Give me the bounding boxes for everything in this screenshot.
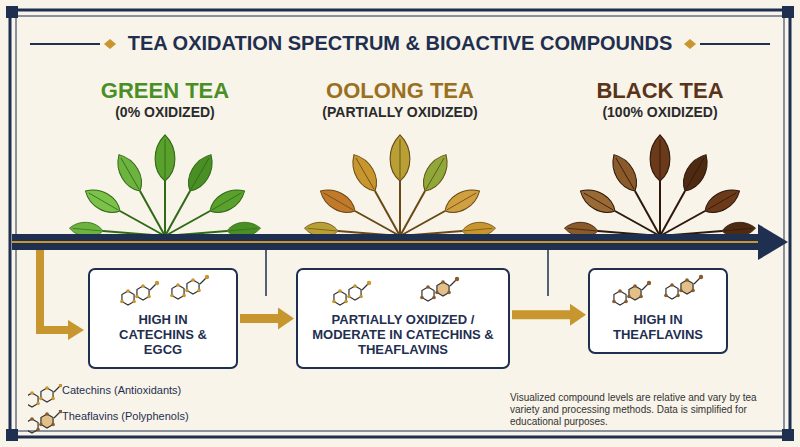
theaflavin-molecule (664, 275, 703, 299)
leaf (441, 184, 484, 219)
leaf (576, 184, 619, 219)
catechin-molecule (28, 384, 62, 407)
leaf-cluster (564, 135, 756, 238)
theaflavin-molecule (420, 277, 459, 301)
catechin-molecule (170, 275, 209, 299)
frame-corners (6, 6, 794, 441)
catechin-molecule (332, 281, 371, 305)
theaflavin-molecule (612, 281, 651, 305)
leaf-stem (399, 181, 401, 236)
legend-sample (28, 384, 62, 408)
leaf (346, 150, 383, 195)
box-text: HIGH IN CATECHINS & EGCG (100, 312, 226, 357)
leaf (650, 135, 670, 181)
frame-outer (10, 10, 790, 437)
tea-heading: OOLONG TEA (270, 78, 530, 104)
box-text: PARTIALLY OXIDIZED / MODERATE IN CATECHI… (308, 312, 498, 357)
process-arrow (240, 308, 294, 330)
leaf (206, 184, 249, 219)
frame-inner (16, 16, 784, 431)
compound-box: HIGH IN CATECHINS & EGCG (88, 268, 238, 369)
legend-row: Theaflavins (Polyphenols) (28, 410, 218, 436)
leaf-cluster (304, 135, 496, 238)
leaf (81, 184, 124, 219)
leaf (316, 184, 359, 219)
compound-box: PARTIALLY OXIDIZED / MODERATE IN CATECHI… (296, 268, 510, 369)
diagram-title: TEA OXIDATION SPECTRUM & BIOACTIVE COMPO… (120, 32, 680, 55)
leaf (390, 135, 410, 181)
leaf-cluster (69, 135, 261, 238)
oxidation-level: (100% OXIDIZED) (555, 104, 765, 121)
leaf (182, 150, 219, 195)
molecule-icons (298, 270, 512, 310)
leaf (606, 150, 643, 195)
legend-sample (28, 410, 62, 434)
box-text: HIGH IN THEAFLAVINS (600, 312, 716, 342)
tea-heading: BLACK TEA (555, 78, 765, 104)
tea-heading: GREEN TEA (60, 78, 270, 104)
leaf (417, 150, 454, 195)
catechin-molecule (120, 281, 159, 305)
leaf-stem (659, 181, 661, 236)
theaflavin-molecule (28, 410, 62, 433)
molecule-icons (90, 270, 240, 310)
entry-arrow (40, 250, 84, 340)
oxidation-band (12, 224, 788, 260)
leaf-stem (164, 181, 166, 236)
oxidation-level: (PARTIALLY OXIDIZED) (270, 104, 530, 121)
compound-box: HIGH IN THEAFLAVINS (588, 268, 728, 354)
legend-text: Catechins (Antioxidants) (62, 384, 212, 396)
legend-row: Catechins (Antioxidants) (28, 384, 218, 410)
leaf (701, 184, 744, 219)
legend-text: Theaflavins (Polyphenols) (62, 410, 212, 422)
leaf (677, 150, 714, 195)
process-arrow (512, 304, 586, 326)
leaf (111, 150, 148, 195)
footnote: Visualized compound levels are relative … (510, 392, 778, 428)
leaf (155, 135, 175, 181)
molecule-icons (590, 270, 730, 310)
tea-leaves (69, 135, 756, 238)
oxidation-level: (0% OXIDIZED) (60, 104, 270, 121)
